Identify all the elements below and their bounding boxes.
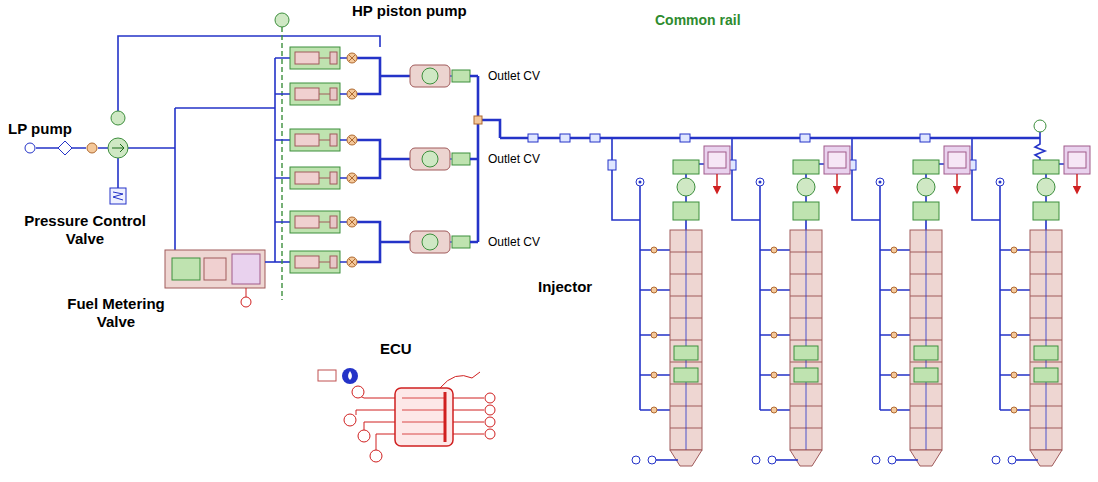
injector-model <box>872 146 970 466</box>
hp-pump <box>275 58 290 262</box>
ecu-block <box>344 414 356 426</box>
lp-circuit <box>113 192 123 200</box>
outlet-check-valve <box>410 231 470 253</box>
inlet-check-valve <box>347 135 357 145</box>
ecu-block <box>370 450 382 462</box>
component-label: ECU <box>380 340 412 358</box>
component-label: Fuel Metering Valve <box>56 295 176 331</box>
hp-pump <box>474 116 482 124</box>
piston-cylinder <box>290 167 340 189</box>
inlet-check-valve <box>347 257 357 267</box>
common-rail <box>560 134 570 142</box>
component-label: LP pump <box>8 120 72 138</box>
hp-pump <box>275 13 289 27</box>
fuel-metering-valve <box>172 258 200 280</box>
lp-circuit <box>87 143 97 153</box>
component-label: Common rail <box>655 12 741 29</box>
ecu-block <box>485 429 495 439</box>
common-rail <box>800 134 810 142</box>
valve-label: Outlet CV <box>488 69 540 83</box>
common-rail <box>608 160 616 170</box>
hp-pump <box>357 58 410 262</box>
ecu-block <box>342 368 358 384</box>
common-rail <box>528 134 538 142</box>
ecu-block <box>444 392 447 442</box>
lp-circuit <box>108 138 128 158</box>
fuel-metering-valve <box>246 288 247 297</box>
ecu-block <box>485 405 495 415</box>
fuel-metering-valve <box>165 250 265 288</box>
ecu-block <box>485 393 495 403</box>
piston-cylinder <box>290 83 340 105</box>
fuel-metering-valve <box>265 261 290 263</box>
injector-model <box>752 146 850 466</box>
common-rail <box>680 134 690 142</box>
piston-cylinder <box>290 47 340 69</box>
inlet-check-valve <box>347 217 357 227</box>
component-label: Injector <box>538 278 592 296</box>
lp-circuit <box>111 111 125 125</box>
ecu-block <box>395 388 453 446</box>
common-rail <box>1035 132 1045 162</box>
common-rail <box>1034 120 1046 132</box>
fuel-metering-valve <box>232 254 260 284</box>
hp-pump <box>281 27 282 300</box>
ecu-block <box>402 398 446 434</box>
valve-label: Outlet CV <box>488 235 540 249</box>
ecu-block <box>318 368 495 462</box>
lp-circuit <box>58 141 72 155</box>
hp-pump <box>275 13 500 300</box>
fuel-metering-valve <box>241 297 251 307</box>
ecu-block <box>440 372 480 388</box>
ecu-block <box>485 417 495 427</box>
inlet-check-valve <box>347 89 357 99</box>
outlet-check-valve <box>410 65 470 87</box>
ecu-block <box>453 398 484 434</box>
valve-label: Outlet CV <box>488 152 540 166</box>
ecu-block <box>358 430 370 442</box>
ecu-block <box>318 370 336 381</box>
hp-pump <box>340 58 347 262</box>
outlet-check-valve <box>410 148 470 170</box>
common-rail <box>590 134 600 142</box>
fuel-metering-valve <box>204 258 226 280</box>
injector-model <box>632 146 730 466</box>
inlet-check-valve <box>347 173 357 183</box>
component-label: HP piston pump <box>352 2 467 20</box>
common-rail <box>500 137 1040 140</box>
lp-circuit <box>112 144 124 152</box>
piston-cylinder <box>290 251 340 273</box>
fuel-metering-valve <box>165 250 290 307</box>
ecu-block <box>356 395 395 450</box>
piston-cylinder <box>290 129 340 151</box>
ecu-block <box>348 371 352 380</box>
component-label: Pressure Control Valve <box>15 212 155 248</box>
lp-circuit <box>110 188 126 204</box>
lp-circuit <box>25 143 35 153</box>
injector-model <box>992 146 1090 466</box>
common-rail <box>920 134 930 142</box>
ecu-block <box>352 386 364 398</box>
piston-cylinder <box>290 211 340 233</box>
inlet-check-valve <box>347 53 357 63</box>
